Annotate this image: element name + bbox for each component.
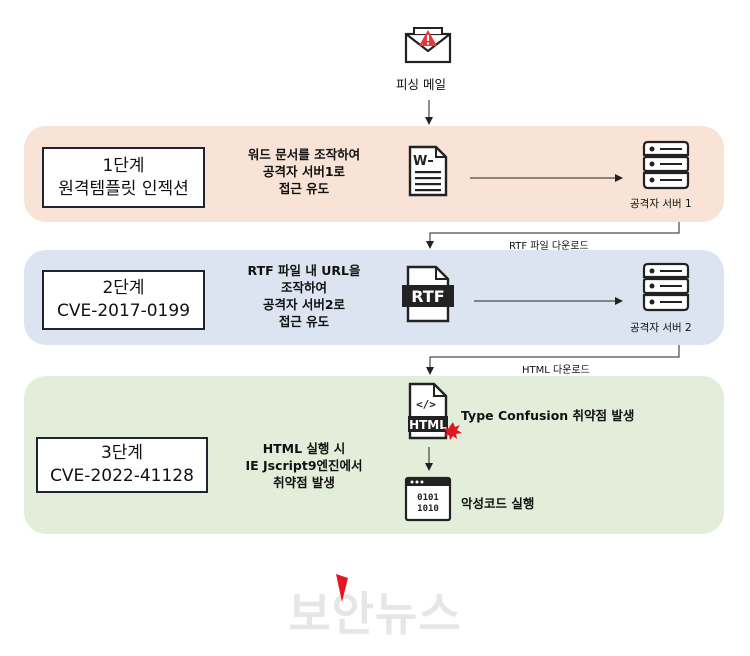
html-badge: HTML — [409, 418, 447, 432]
binary-line-2: 1010 — [417, 504, 439, 514]
exec-label: 악성코드 실행 — [461, 496, 535, 511]
stage-2-title-box: 2단계 CVE-2017-0199 — [42, 270, 205, 330]
server-1-icon — [640, 140, 692, 190]
server-1-label: 공격자 서버 1 — [630, 198, 692, 210]
burst-icon — [443, 422, 462, 440]
phishing-mail-label: 피싱 메일 — [396, 77, 446, 92]
stage-1-title-box: 1단계 원격템플릿 인젝션 — [42, 147, 205, 208]
stage-1-title: 1단계 — [102, 155, 145, 176]
html-download-label: HTML 다운로드 — [522, 365, 590, 376]
watermark-logo: 보안뉴스 — [288, 587, 462, 641]
watermark-accent-mark — [336, 574, 348, 602]
stage-3-description: HTML 실행 시 IE Jscript9엔진에서 취약점 발생 — [245, 441, 363, 490]
stage-3-subtitle: CVE-2022-41128 — [50, 466, 194, 486]
stage-2-title: 2단계 — [102, 278, 145, 298]
rtf-file-icon: RTF — [400, 265, 456, 323]
phishing-mail-icon — [404, 24, 452, 64]
stage-2-description: RTF 파일 내 URL을 조작하여 공격자 서버2로 접근 유도 — [247, 263, 361, 329]
binary-window-icon: 0101 1010 — [404, 476, 452, 522]
stage-1-subtitle: 원격템플릿 인젝션 — [58, 178, 189, 199]
rtf-download-label: RTF 파일 다운로드 — [509, 241, 589, 252]
stage-1-description: 워드 문서를 조작하여 공격자 서버1로 접근 유도 — [247, 147, 361, 196]
html-file-icon: </> HTML — [404, 382, 464, 442]
stage-3-title-box: 3단계 CVE-2022-41128 — [36, 437, 208, 493]
server-2-label: 공격자 서버 2 — [630, 322, 692, 334]
vuln-label: Type Confusion 취약점 발생 — [461, 408, 635, 423]
html-code-glyph: </> — [416, 398, 436, 411]
stage-3-title: 3단계 — [100, 443, 144, 463]
word-document-icon: W — [408, 145, 448, 197]
rtf-badge: RTF — [411, 287, 444, 306]
stage-2-subtitle: CVE-2017-0199 — [56, 301, 191, 321]
binary-line-1: 0101 — [417, 493, 439, 503]
server-2-icon — [640, 262, 692, 312]
svg-text:W: W — [413, 154, 427, 169]
